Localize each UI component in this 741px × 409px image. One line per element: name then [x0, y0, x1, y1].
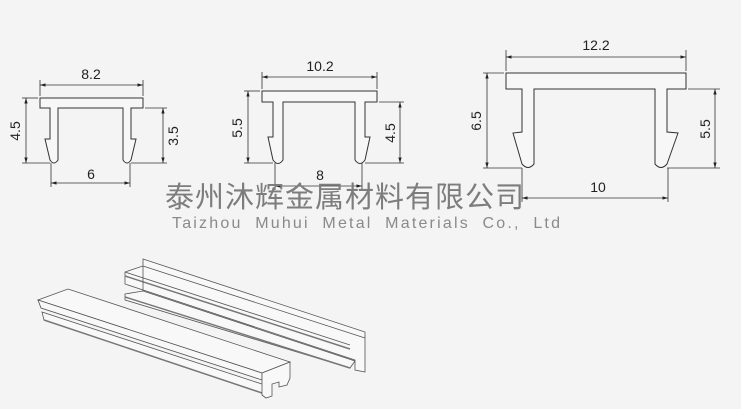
dim-medium-width: 10.2: [306, 58, 333, 74]
dim-large-width: 12.2: [582, 37, 609, 53]
dim-large-leg-height: 5.5: [697, 119, 713, 139]
dim-small-height: 4.5: [7, 121, 23, 141]
dim-large-leg-spacing: 10: [590, 179, 606, 195]
watermark-english: Taizhou Muhui Metal Materials Co., Ltd: [172, 215, 563, 232]
profile-large-outline: [505, 72, 687, 168]
profile-small-outline: [39, 97, 144, 164]
dim-medium-height: 5.5: [229, 118, 245, 138]
dim-large-height: 6.5: [468, 111, 484, 131]
dim-small-leg-spacing: 6: [87, 166, 95, 182]
rail-3d-illustration: [36, 258, 366, 399]
dim-medium-leg-spacing: 8: [316, 167, 324, 183]
profile-medium-outline: [261, 90, 378, 164]
dim-medium-leg-height: 4.5: [382, 123, 398, 143]
dim-small-leg-height: 3.5: [165, 126, 181, 146]
watermark-chinese: 泰州沐辉金属材料有限公司: [165, 180, 526, 214]
dim-small-width: 8.2: [81, 66, 101, 82]
